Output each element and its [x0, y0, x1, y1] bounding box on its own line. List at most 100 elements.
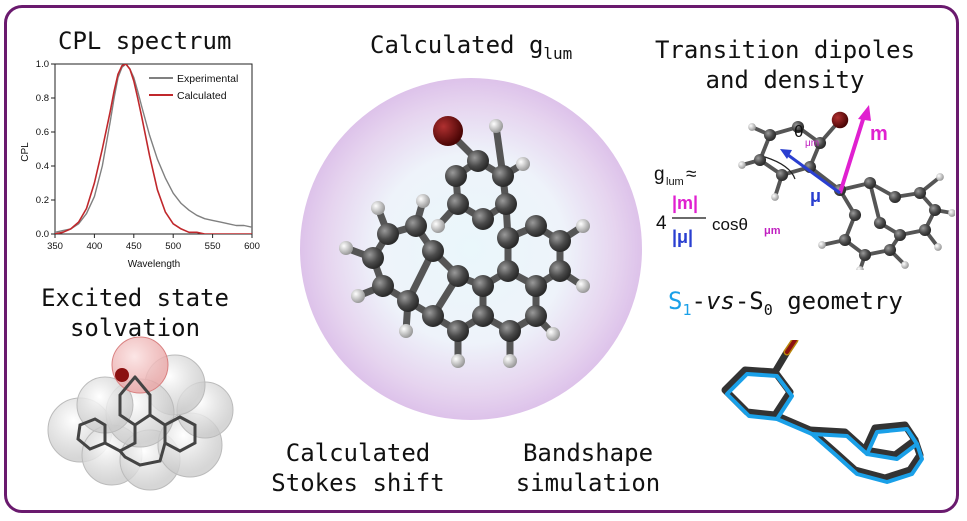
hydrogen-atom — [576, 219, 590, 233]
bond — [808, 165, 842, 192]
series-line-calculated — [55, 64, 252, 234]
hydrogen-atom — [503, 354, 517, 368]
stokes-shift-title: Calculated Stokes shift — [262, 438, 454, 498]
carbon-atom — [472, 275, 494, 297]
hydrogen-atom — [399, 324, 413, 338]
carbon-atom — [472, 305, 494, 327]
y-axis-label: CPL — [20, 142, 31, 162]
geom-dash2: - — [734, 287, 750, 315]
formula-g: g — [654, 164, 665, 185]
hydrogen-atom — [431, 219, 445, 233]
calculated-glum-title: Calculated glum — [370, 30, 572, 69]
solvent-spheres — [47, 336, 234, 491]
carbon-atom — [763, 128, 777, 142]
m-vector-arrow — [838, 112, 867, 194]
carbon-atom — [472, 208, 494, 230]
carbon-atom — [492, 165, 514, 187]
hydrogen-atom — [339, 241, 353, 255]
geom-rest: geometry — [772, 287, 903, 315]
hydrogen-atom — [351, 289, 365, 303]
theta-label: θ — [794, 122, 803, 141]
carbon-atom — [791, 120, 805, 134]
carbon-atom — [753, 153, 767, 167]
y-tick-label: 0.0 — [36, 229, 49, 240]
glum-formula: g lum ≈ 4 |m| |μ| cosθ μm — [654, 164, 781, 247]
geom-s0-sub: 0 — [763, 300, 773, 319]
carbon-atom — [497, 260, 519, 282]
bromine-atom — [115, 368, 129, 382]
geom-vs: vs — [705, 287, 735, 315]
mu-arrowhead-icon — [780, 149, 792, 159]
y-tick-label: 0.8 — [36, 93, 49, 104]
x-tick-label: 350 — [47, 241, 63, 252]
geom-s1: S1 — [668, 287, 691, 319]
y-tick-label: 1.0 — [36, 59, 49, 70]
x-tick-label: 450 — [126, 241, 142, 252]
glum-title-main: Calculated g — [370, 31, 544, 59]
legend-label-calculated: Calculated — [177, 90, 227, 102]
carbon-atom — [888, 190, 902, 204]
carbon-atom — [447, 265, 469, 287]
carbon-atom — [422, 305, 444, 327]
carbon-atom — [913, 186, 927, 200]
bandshape-title-line2: simulation — [515, 469, 661, 497]
y-tick-label: 0.2 — [36, 195, 49, 206]
hydrogen-atom — [948, 209, 955, 217]
y-tick-label: 0.4 — [36, 161, 49, 172]
hydrogen-atom — [856, 266, 864, 270]
series-line-experimental — [55, 64, 252, 233]
transition-dipole-illustration: m μ θ μm — [738, 105, 955, 270]
hydrogen-atom — [489, 119, 503, 133]
s1-vs-s0-geometry-title: S1-vs-S0 geometry — [668, 286, 903, 325]
carbon-atom — [848, 208, 862, 222]
solvation-illustration — [47, 336, 234, 491]
carbon-atom — [497, 227, 519, 249]
hydrogen-atom — [818, 241, 826, 249]
bromine-atom — [433, 116, 463, 146]
carbon-atom — [858, 248, 872, 262]
carbon-atom — [499, 320, 521, 342]
legend-label-experimental: Experimental — [177, 73, 238, 85]
cpl-spectrum-title: CPL spectrum — [58, 27, 232, 55]
hydrogen-atom — [936, 173, 944, 181]
carbon-atom — [445, 165, 467, 187]
carbon-atom — [422, 240, 444, 262]
molecule-model — [339, 116, 590, 368]
x-axis-label: Wavelength — [128, 259, 180, 270]
solvation-title-line1: Excited state — [41, 284, 229, 312]
carbon-atom — [838, 233, 852, 247]
carbon-atom — [918, 223, 932, 237]
hydrogen-atom — [516, 157, 530, 171]
formula-g-sub: lum — [666, 176, 684, 188]
carbon-atom — [377, 223, 399, 245]
geom-s1-sub: 1 — [682, 300, 692, 319]
formula-approx: ≈ — [686, 164, 696, 185]
carbon-atom — [525, 215, 547, 237]
excited-state-solvation-title: Excited state solvation — [30, 283, 240, 343]
carbon-atom — [467, 150, 489, 172]
carbon-atom — [883, 243, 897, 257]
hydrogen-atom — [748, 123, 756, 131]
carbon-atom — [893, 228, 907, 242]
bandshape-simulation-title: Bandshape simulation — [508, 438, 668, 498]
hydrogen-atom — [738, 161, 746, 169]
hydrogen-atom — [371, 201, 385, 215]
m-label: m — [870, 123, 888, 145]
bond — [868, 181, 882, 225]
geom-s1-letter: S — [668, 287, 683, 315]
formula-cos: cosθ — [712, 215, 748, 234]
theta-sub-label: μm — [805, 138, 819, 149]
mu-vector-arrow — [787, 153, 841, 195]
dipoles-title-line1: Transition dipoles — [654, 36, 916, 64]
bandshape-title-line1: Bandshape — [522, 439, 654, 467]
carbon-atom — [863, 176, 877, 190]
hydrogen-atom — [576, 279, 590, 293]
hydrogen-atom — [934, 243, 942, 251]
carbon-atom — [549, 260, 571, 282]
s1-geometry-model — [725, 372, 924, 484]
m-arrowhead-icon — [858, 105, 871, 121]
stokes-title-line2: Stokes shift — [271, 469, 445, 497]
formula-numerator: |m| — [672, 193, 698, 213]
dipoles-title-line2: and density — [705, 66, 865, 94]
